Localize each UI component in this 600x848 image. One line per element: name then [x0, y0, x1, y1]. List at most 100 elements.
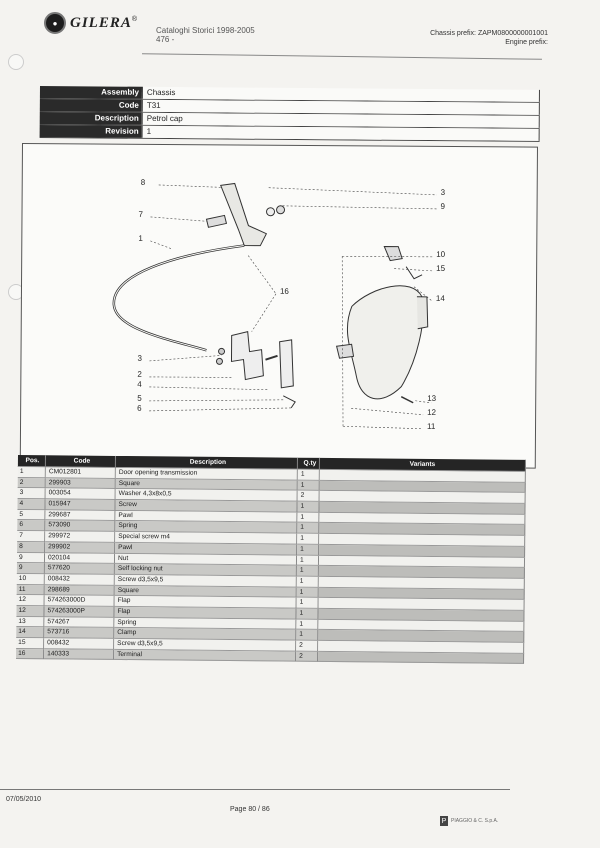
callout-label: 14 — [435, 293, 445, 303]
cell-qty: 1 — [296, 555, 320, 567]
callout-label: 13 — [427, 393, 437, 403]
cell-code: 003054 — [45, 488, 116, 501]
pawl-part — [220, 182, 268, 247]
catalog-subtitle: 476 - — [156, 35, 175, 44]
diagram-svg — [112, 182, 437, 430]
cell-code: 008432 — [44, 638, 115, 650]
cell-qty: 1 — [296, 608, 319, 620]
col-qty-header: Q.ty — [297, 457, 320, 470]
info-key: Description — [39, 111, 142, 125]
cell-code: 573090 — [45, 520, 116, 533]
callout-label: 15 — [436, 263, 446, 273]
cell-code: 015947 — [45, 499, 116, 511]
punch-hole — [8, 54, 24, 70]
callout-label: 9 — [440, 201, 446, 211]
gilera-badge-icon: ● — [44, 12, 66, 34]
cell-pos: 1 — [17, 466, 46, 478]
callout-label: 5 — [137, 393, 142, 403]
callout-label: 2 — [137, 369, 142, 379]
square-bracket-part — [230, 330, 264, 381]
callout-label: 12 — [427, 407, 437, 417]
cell-description: Terminal — [114, 649, 297, 663]
callout-label: 8 — [140, 177, 146, 187]
cell-pos: 15 — [16, 637, 45, 649]
cell-code: 577620 — [44, 563, 115, 575]
callout-label: 1 — [138, 233, 143, 243]
callout-label: 16 — [279, 286, 289, 296]
cell-pos: 10 — [16, 573, 45, 585]
cell-pos: 13 — [16, 616, 45, 628]
cell-qty: 1 — [296, 619, 319, 631]
clamp-part — [383, 246, 403, 262]
chassis-prefix: Chassis prefix: ZAPM0800000001001 — [430, 30, 548, 37]
info-key: Revision — [39, 124, 142, 138]
info-key: Code — [39, 98, 142, 112]
cell-code: 574263000P — [44, 606, 115, 618]
cell-qty: 1 — [297, 501, 320, 513]
header-divider — [142, 53, 542, 60]
cell-pos: 14 — [16, 627, 45, 639]
cell-qty: 1 — [297, 544, 320, 556]
cell-qty: 1 — [297, 523, 320, 535]
cell-code: 299687 — [45, 510, 116, 522]
cell-qty: 2 — [297, 491, 320, 502]
registered-mark: ® — [131, 15, 138, 23]
cell-code: 020104 — [44, 552, 116, 565]
cell-code: 574267 — [44, 616, 115, 629]
col-code-header: Code — [45, 455, 116, 468]
cell-pos: 3 — [17, 488, 46, 500]
cell-qty: 1 — [297, 512, 320, 524]
info-key: Assembly — [39, 86, 142, 99]
cell-pos: 9 — [16, 552, 46, 564]
logo-text: GILERA — [70, 14, 132, 31]
callout-label: 7 — [138, 209, 143, 219]
page-label: Page — [230, 806, 247, 813]
cell-qty: 2 — [296, 640, 319, 652]
cell-qty: 1 — [296, 629, 319, 641]
cell-code: CM012801 — [45, 467, 116, 479]
cell-pos: 16 — [16, 648, 45, 660]
footer-brand: P PIAGGIO & C. S.p.A. — [440, 816, 498, 826]
callout-label: 3 — [440, 187, 446, 197]
flap-part — [346, 285, 424, 400]
cell-pos: 6 — [17, 520, 46, 532]
callout-label: 10 — [436, 249, 446, 259]
cell-qty: 1 — [297, 480, 320, 492]
cell-code: 299903 — [45, 477, 116, 490]
cell-code: 574263000D — [44, 595, 115, 607]
brand-text: PIAGGIO & C. S.p.A. — [451, 818, 499, 824]
cell-pos: 2 — [17, 477, 46, 489]
cell-qty: 1 — [297, 533, 320, 545]
cell-qty: 1 — [296, 565, 319, 577]
screw-part — [205, 214, 228, 228]
cell-qty: 1 — [297, 469, 320, 481]
cell-variants — [318, 651, 525, 665]
engine-prefix: Engine prefix: — [505, 39, 548, 46]
cell-code: 008432 — [44, 574, 115, 586]
cell-code: 299972 — [45, 531, 116, 543]
callout-label: 11 — [427, 421, 436, 431]
callout-label: 6 — [137, 403, 142, 413]
col-pos-header: Pos. — [17, 455, 46, 468]
page-number: 80 / 86 — [248, 806, 270, 813]
piaggio-logo-icon: P — [440, 816, 448, 826]
page-indicator: Page 80 / 86 — [230, 806, 270, 813]
cell-pos: 12 — [16, 595, 45, 607]
cell-pos: 9 — [16, 563, 45, 575]
cell-pos: 11 — [16, 584, 45, 596]
washer-part — [266, 207, 276, 217]
cell-qty: 1 — [296, 587, 319, 599]
cable-part — [112, 244, 245, 352]
cell-pos: 7 — [17, 531, 46, 543]
cell-code: 573716 — [44, 627, 115, 639]
gilera-logo: ● GILERA ® — [44, 12, 137, 34]
callout-label: 4 — [137, 379, 142, 389]
cell-qty: 1 — [296, 597, 319, 609]
catalog-title: Cataloghi Storici 1998-2005 — [156, 26, 255, 35]
callout-label: 3 — [137, 353, 142, 363]
